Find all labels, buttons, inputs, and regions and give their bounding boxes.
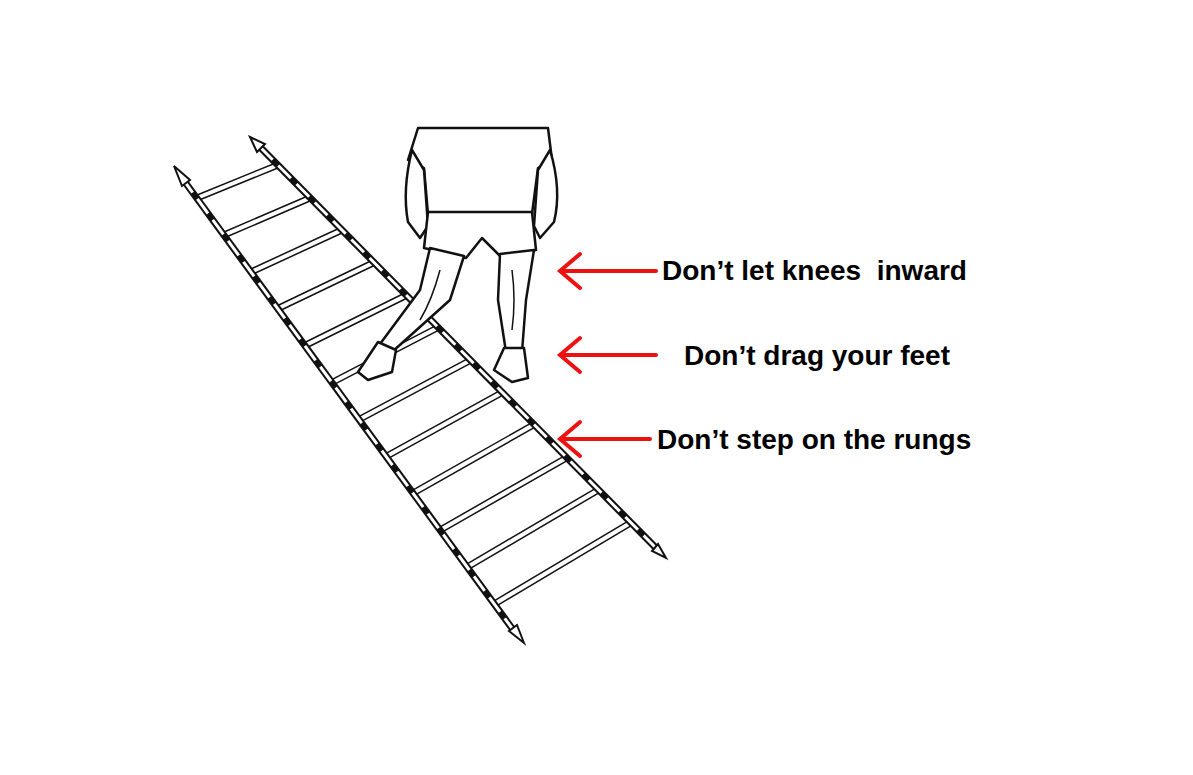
rung: [387, 392, 503, 456]
shirt: [408, 128, 552, 214]
rung: [496, 522, 632, 603]
right-shoe: [494, 348, 528, 382]
athlete-figure: [358, 128, 557, 382]
left-arm: [406, 150, 428, 238]
arrow-head: [560, 254, 580, 288]
rail-end-tip: [250, 137, 265, 152]
rail-end-tip: [652, 544, 666, 558]
rung: [279, 262, 375, 308]
leader-arrow: [562, 437, 650, 441]
rung: [387, 392, 503, 456]
rung: [415, 424, 535, 492]
rail-end-tip: [509, 625, 524, 643]
leader-arrow: [562, 269, 656, 273]
warning-label: Don’t drag your feet: [684, 340, 950, 372]
rail-end-tip: [174, 166, 190, 186]
rung: [197, 165, 278, 198]
ladder-rails: [174, 137, 666, 643]
muscle-lines: [420, 270, 514, 330]
left-leg: [380, 248, 464, 352]
right-arm: [534, 150, 557, 238]
rung: [224, 198, 310, 235]
left-shoe: [358, 342, 396, 380]
rung: [279, 262, 375, 308]
rung: [197, 165, 278, 198]
warning-label: Don’t step on the rungs: [657, 424, 971, 456]
rung: [251, 230, 342, 272]
warning-label: Don’t let knees inward: [662, 255, 967, 287]
rung: [251, 230, 342, 272]
leader-arrow: [562, 353, 656, 357]
rung: [415, 424, 535, 492]
arrow-head: [560, 338, 580, 372]
right-leg: [498, 250, 534, 352]
rung: [224, 198, 310, 235]
rung: [496, 522, 632, 603]
leader-arrows: [560, 254, 656, 456]
arrow-head: [560, 422, 580, 456]
